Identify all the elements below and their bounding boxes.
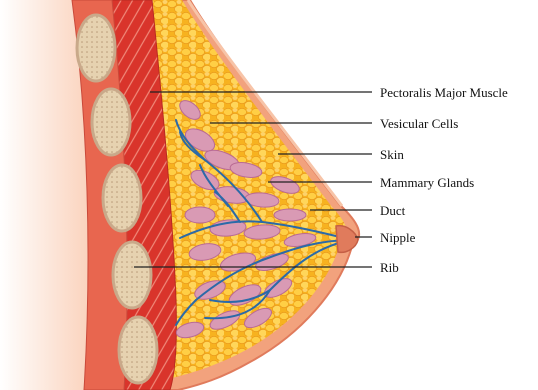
label-pectoralis: Pectoralis Major Muscle <box>380 85 508 100</box>
rib-2 <box>92 89 130 155</box>
label-vesicular: Vesicular Cells <box>380 116 458 131</box>
label-duct: Duct <box>380 203 406 218</box>
rib-4 <box>113 242 151 308</box>
rib-3 <box>103 165 141 231</box>
label-nipple: Nipple <box>380 230 416 245</box>
labels: Pectoralis Major Muscle Vesicular Cells … <box>380 85 508 275</box>
label-skin: Skin <box>380 147 404 162</box>
rib-1 <box>77 15 115 81</box>
label-glands: Mammary Glands <box>380 175 474 190</box>
rib-5 <box>119 317 157 383</box>
label-rib: Rib <box>380 260 399 275</box>
